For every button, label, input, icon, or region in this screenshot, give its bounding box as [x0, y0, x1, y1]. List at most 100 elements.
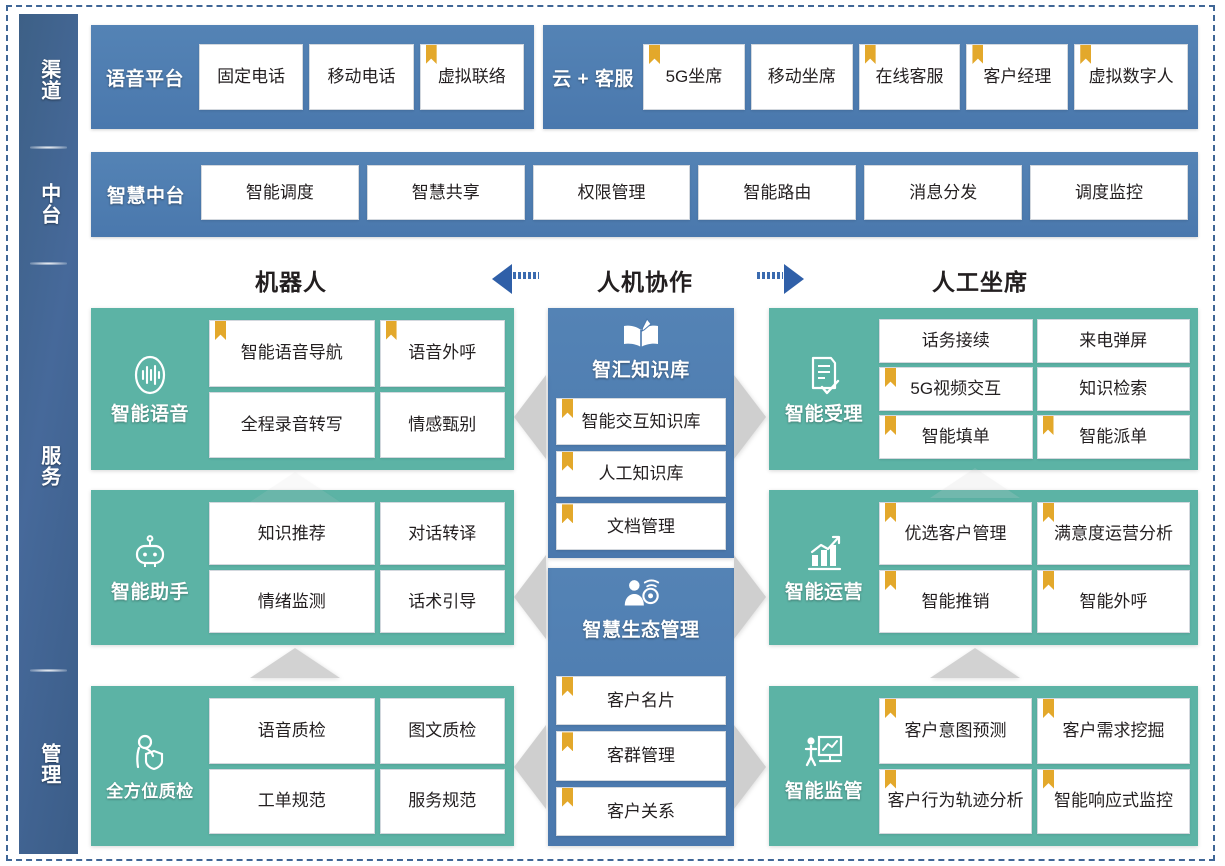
bookmark-icon	[562, 451, 573, 471]
card-permission-management[interactable]: 权限管理	[532, 165, 691, 220]
card-call-connection[interactable]: 话务接续	[879, 319, 1033, 363]
sidebar-divider-3	[30, 669, 67, 672]
group-intelligent-operation-label: 智能运营	[784, 582, 863, 603]
card-interactive-knowledge-base[interactable]: 智能交互知识库	[556, 398, 726, 445]
group-full-quality-inspection-cards: 语音质检 图文质检 工单规范 服务规范	[209, 698, 505, 834]
group-intelligent-supervision-header: 智能监管	[769, 686, 879, 846]
group-intelligent-operation: 智能运营 优选客户管理 满意度运营分析 智能推销 智能外呼	[769, 490, 1198, 645]
bookmark-icon	[215, 321, 226, 340]
card-customer-profile[interactable]: 客户名片	[556, 676, 726, 726]
group-intelligent-voice: 智能语音 智能语音导航 语音外呼 全程录音转写 情感甄别	[91, 308, 514, 470]
card-smart-routing[interactable]: 智能路由	[698, 165, 857, 220]
sidebar-label-management: 管理	[37, 743, 60, 785]
card-customer-behavior-trace-analysis[interactable]: 客户行为轨迹分析	[879, 768, 1032, 834]
group-knowledge-base-header: 智汇知识库	[548, 314, 734, 382]
sidebar-divider-2	[30, 262, 67, 265]
card-work-order-standard[interactable]: 工单规范	[209, 768, 375, 834]
card-mobile-seat[interactable]: 移动坐席	[750, 44, 853, 110]
group-intelligent-acceptance: 智能受理 话务接续 来电弹屏 5G视频交互 知识检索 智能填单 智能派单	[769, 308, 1198, 470]
card-smart-form-filling[interactable]: 智能填单	[879, 415, 1033, 459]
card-document-management[interactable]: 文档管理	[556, 503, 726, 550]
bookmark-icon	[562, 732, 573, 752]
arrow-left-icon	[492, 264, 512, 294]
card-emotion-monitoring[interactable]: 情绪监测	[209, 570, 375, 633]
bookmark-icon	[864, 45, 876, 64]
sidebar-item-service[interactable]: 服务	[19, 266, 78, 666]
group-ecosystem-management-header: 智慧生态管理	[548, 574, 734, 642]
card-preferred-customer-management[interactable]: 优选客户管理	[879, 502, 1032, 565]
card-customer-relationship[interactable]: 客户关系	[556, 786, 726, 836]
platform-group-cards: 智能调度 智慧共享 权限管理 智能路由 消息分发 调度监控	[201, 152, 1198, 237]
arrow-up-icon-right-1	[930, 648, 1020, 678]
chevron-right-icon-1	[734, 375, 766, 459]
sidebar-item-channel[interactable]: 渠道	[19, 14, 78, 146]
card-smart-responsive-monitoring[interactable]: 智能响应式监控	[1037, 768, 1190, 834]
chevron-right-icon-3	[734, 725, 766, 809]
card-customer-intent-prediction[interactable]: 客户意图预测	[879, 698, 1032, 764]
card-virtual-contact[interactable]: 虚拟联络	[419, 44, 524, 110]
card-manual-knowledge-base[interactable]: 人工知识库	[556, 450, 726, 498]
card-dispatch-monitoring[interactable]: 调度监控	[1030, 165, 1188, 220]
sidebar-item-management[interactable]: 管理	[19, 674, 78, 854]
bookmark-icon	[562, 677, 573, 696]
group-intelligent-acceptance-label: 智能受理	[784, 403, 863, 425]
bookmark-icon	[385, 321, 397, 340]
bookmark-icon	[885, 699, 896, 718]
sidebar-label-service: 服务	[37, 445, 60, 487]
user-network-icon	[620, 574, 662, 614]
bookmark-icon	[562, 787, 573, 807]
card-customer-demand-mining[interactable]: 客户需求挖掘	[1037, 698, 1190, 764]
chevron-left-icon-2	[514, 555, 546, 639]
card-dialogue-translation[interactable]: 对话转译	[379, 502, 505, 565]
card-5g-video-interaction[interactable]: 5G视频交互	[879, 367, 1033, 411]
group-intelligent-voice-label: 智能语音	[110, 403, 189, 425]
card-text-image-quality-inspection[interactable]: 图文质检	[379, 698, 505, 764]
card-message-distribution[interactable]: 消息分发	[864, 165, 1023, 220]
card-knowledge-retrieval[interactable]: 知识检索	[1036, 367, 1190, 411]
card-account-manager[interactable]: 客户经理	[966, 44, 1069, 110]
card-voice-quality-inspection[interactable]: 语音质检	[209, 698, 375, 764]
group-intelligent-supervision-cards: 客户意图预测 客户需求挖掘 客户行为轨迹分析 智能响应式监控	[879, 698, 1190, 834]
bookmark-icon	[972, 45, 984, 64]
sidebar-item-middle-platform[interactable]: 中台	[19, 149, 78, 259]
person-shield-icon	[128, 731, 172, 775]
card-smart-marketing[interactable]: 智能推销	[879, 570, 1032, 633]
arrow-right-dashes	[757, 272, 783, 279]
card-fixed-phone[interactable]: 固定电话	[199, 44, 304, 110]
group-full-quality-inspection-label: 全方位质检	[106, 781, 194, 801]
card-service-standard[interactable]: 服务规范	[379, 768, 505, 834]
arrow-left-dashes	[513, 272, 539, 279]
card-full-recording-transcription[interactable]: 全程录音转写	[209, 391, 375, 458]
bookmark-icon	[885, 416, 896, 435]
card-emotion-recognition[interactable]: 情感甄别	[379, 391, 505, 458]
card-smart-dispatch-order[interactable]: 智能派单	[1036, 415, 1190, 459]
card-voice-outbound[interactable]: 语音外呼	[379, 320, 505, 387]
card-customer-group-management[interactable]: 客群管理	[556, 731, 726, 781]
robot-icon	[128, 531, 172, 575]
group-full-quality-inspection-header: 全方位质检	[91, 686, 209, 846]
card-smart-dispatch[interactable]: 智能调度	[201, 165, 359, 220]
channel-group-voice-platform: 语音平台 固定电话 移动电话 虚拟联络	[91, 25, 534, 129]
bookmark-icon	[562, 399, 573, 418]
group-ecosystem-management-title: 智慧生态管理	[582, 620, 700, 641]
group-knowledge-base: 智汇知识库 智能交互知识库 人工知识库 文档管理	[548, 308, 734, 558]
card-online-service[interactable]: 在线客服	[858, 44, 961, 110]
card-knowledge-recommendation[interactable]: 知识推荐	[209, 502, 375, 565]
card-virtual-digital-human[interactable]: 虚拟数字人	[1074, 44, 1189, 110]
group-knowledge-base-title: 智汇知识库	[592, 360, 690, 381]
card-satisfaction-operation-analysis[interactable]: 满意度运营分析	[1037, 502, 1190, 565]
outer-dashed-frame	[6, 5, 1215, 861]
group-intelligent-supervision: 智能监管 客户意图预测 客户需求挖掘 客户行为轨迹分析 智能响应式监控	[769, 686, 1198, 846]
card-smart-outbound-call[interactable]: 智能外呼	[1037, 570, 1190, 633]
column-header-robot: 机器人	[255, 269, 327, 295]
bar-chart-icon	[802, 531, 846, 575]
card-smart-voice-navigation[interactable]: 智能语音导航	[209, 320, 375, 387]
card-smart-sharing[interactable]: 智慧共享	[366, 165, 525, 220]
group-intelligent-supervision-label: 智能监管	[784, 780, 863, 802]
group-intelligent-voice-cards: 智能语音导航 语音外呼 全程录音转写 情感甄别	[209, 320, 505, 458]
card-incoming-call-popup[interactable]: 来电弹屏	[1036, 319, 1190, 363]
card-mobile-phone[interactable]: 移动电话	[309, 44, 414, 110]
card-5g-seat[interactable]: 5G坐席	[643, 44, 745, 110]
card-script-guidance[interactable]: 话术引导	[379, 570, 505, 633]
